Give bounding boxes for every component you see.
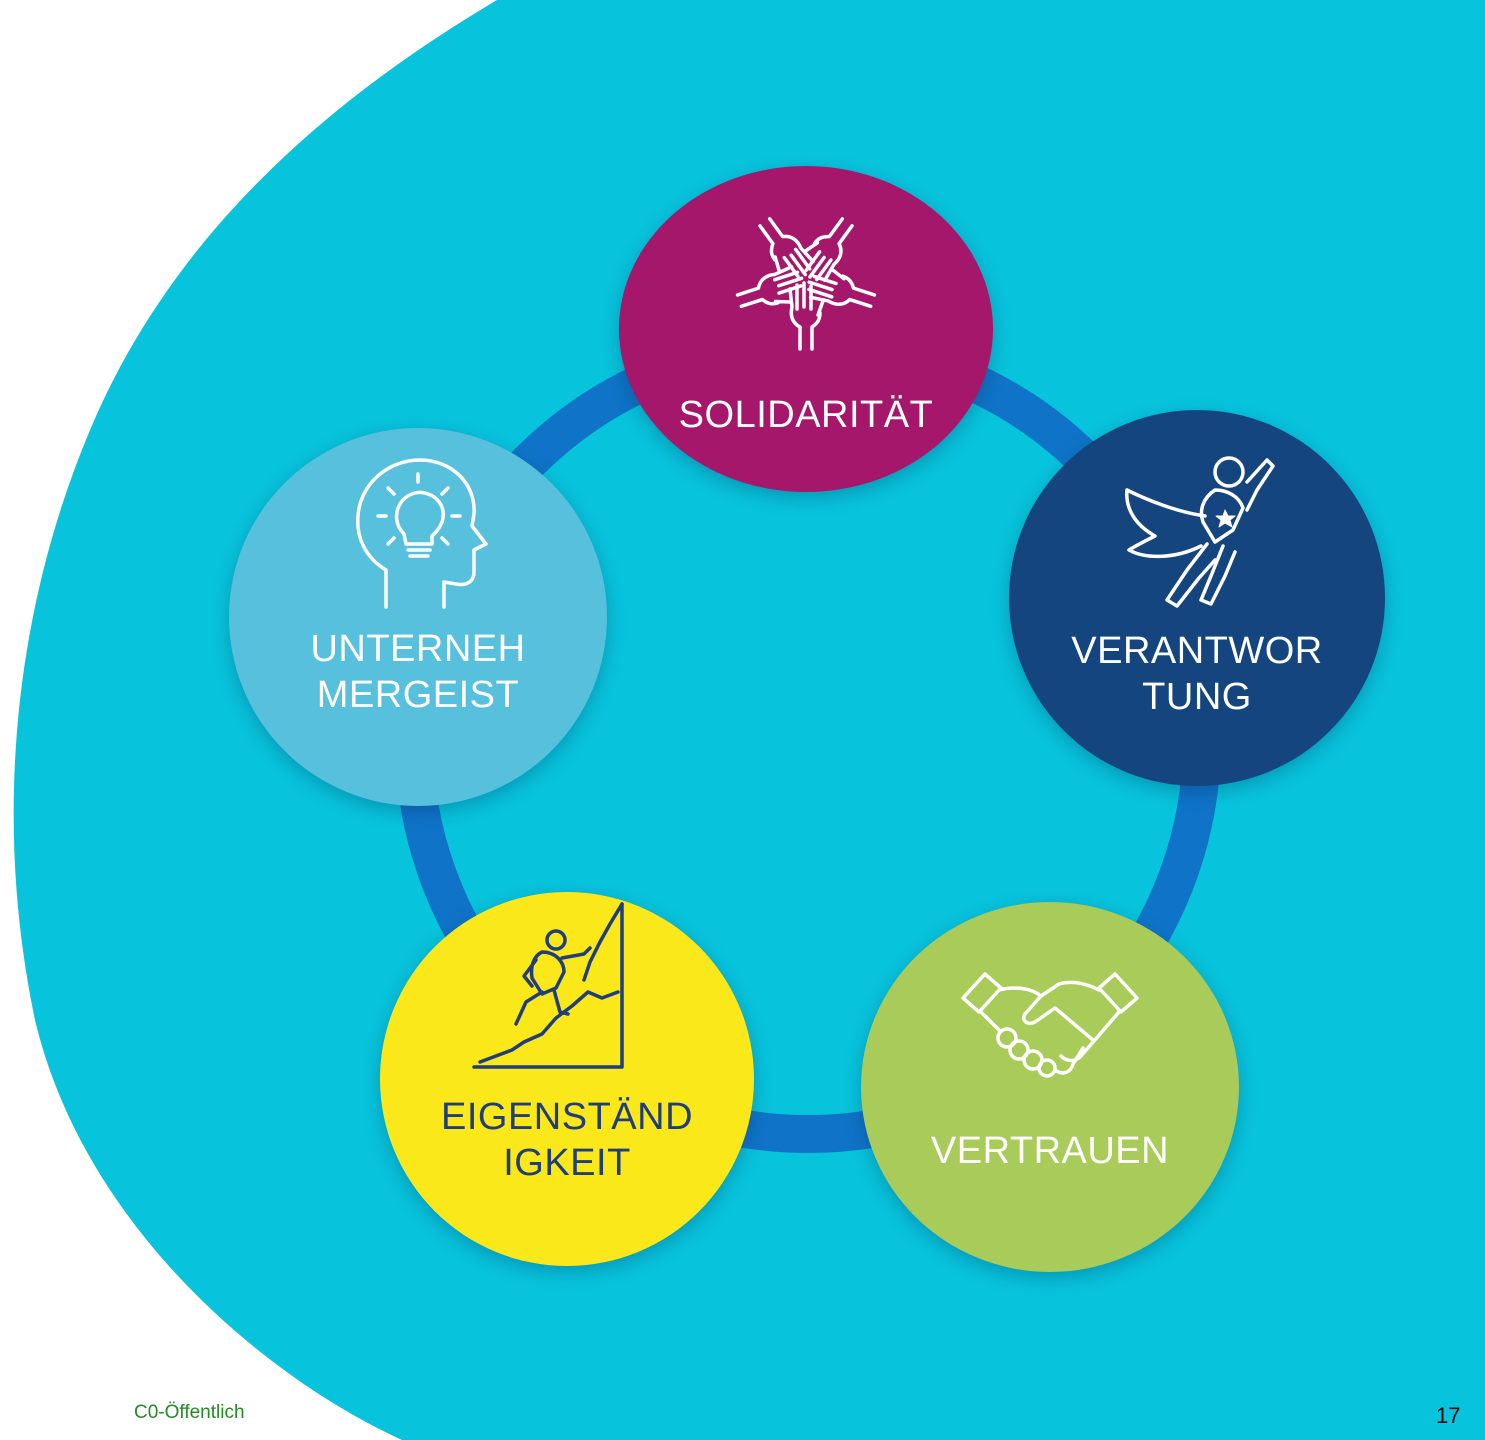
climber-icon [472, 902, 624, 1069]
value-label-unternehmergeist: UNTERNEH MERGEIST [310, 628, 526, 716]
value-vertrauen: VERTRAUEN [861, 902, 1239, 1272]
value-unternehmergeist: UNTERNEH MERGEIST [229, 428, 607, 806]
value-label-solidaritaet: SOLIDARITÄT [678, 394, 934, 436]
superhero-icon [1125, 456, 1275, 608]
handshake-icon [961, 972, 1139, 1078]
hands-together-icon [735, 217, 877, 351]
value-eigenstaendigkeit: EIGENSTÄND IGKEIT [380, 892, 754, 1266]
value-label-vertrauen: VERTRAUEN [930, 1130, 1170, 1172]
value-solidaritaet: SOLIDARITÄT [619, 166, 993, 492]
classification-label: C0-Öffentlich [134, 1402, 245, 1423]
head-lightbulb-icon [356, 458, 488, 609]
value-verantwortung: VERANTWOR TUNG [1009, 410, 1385, 786]
value-label-verantwortung: VERANTWOR TUNG [1071, 630, 1323, 718]
value-label-eigenstaendigkeit: EIGENSTÄND IGKEIT [440, 1096, 694, 1184]
page-number: 17 [1436, 1403, 1461, 1428]
